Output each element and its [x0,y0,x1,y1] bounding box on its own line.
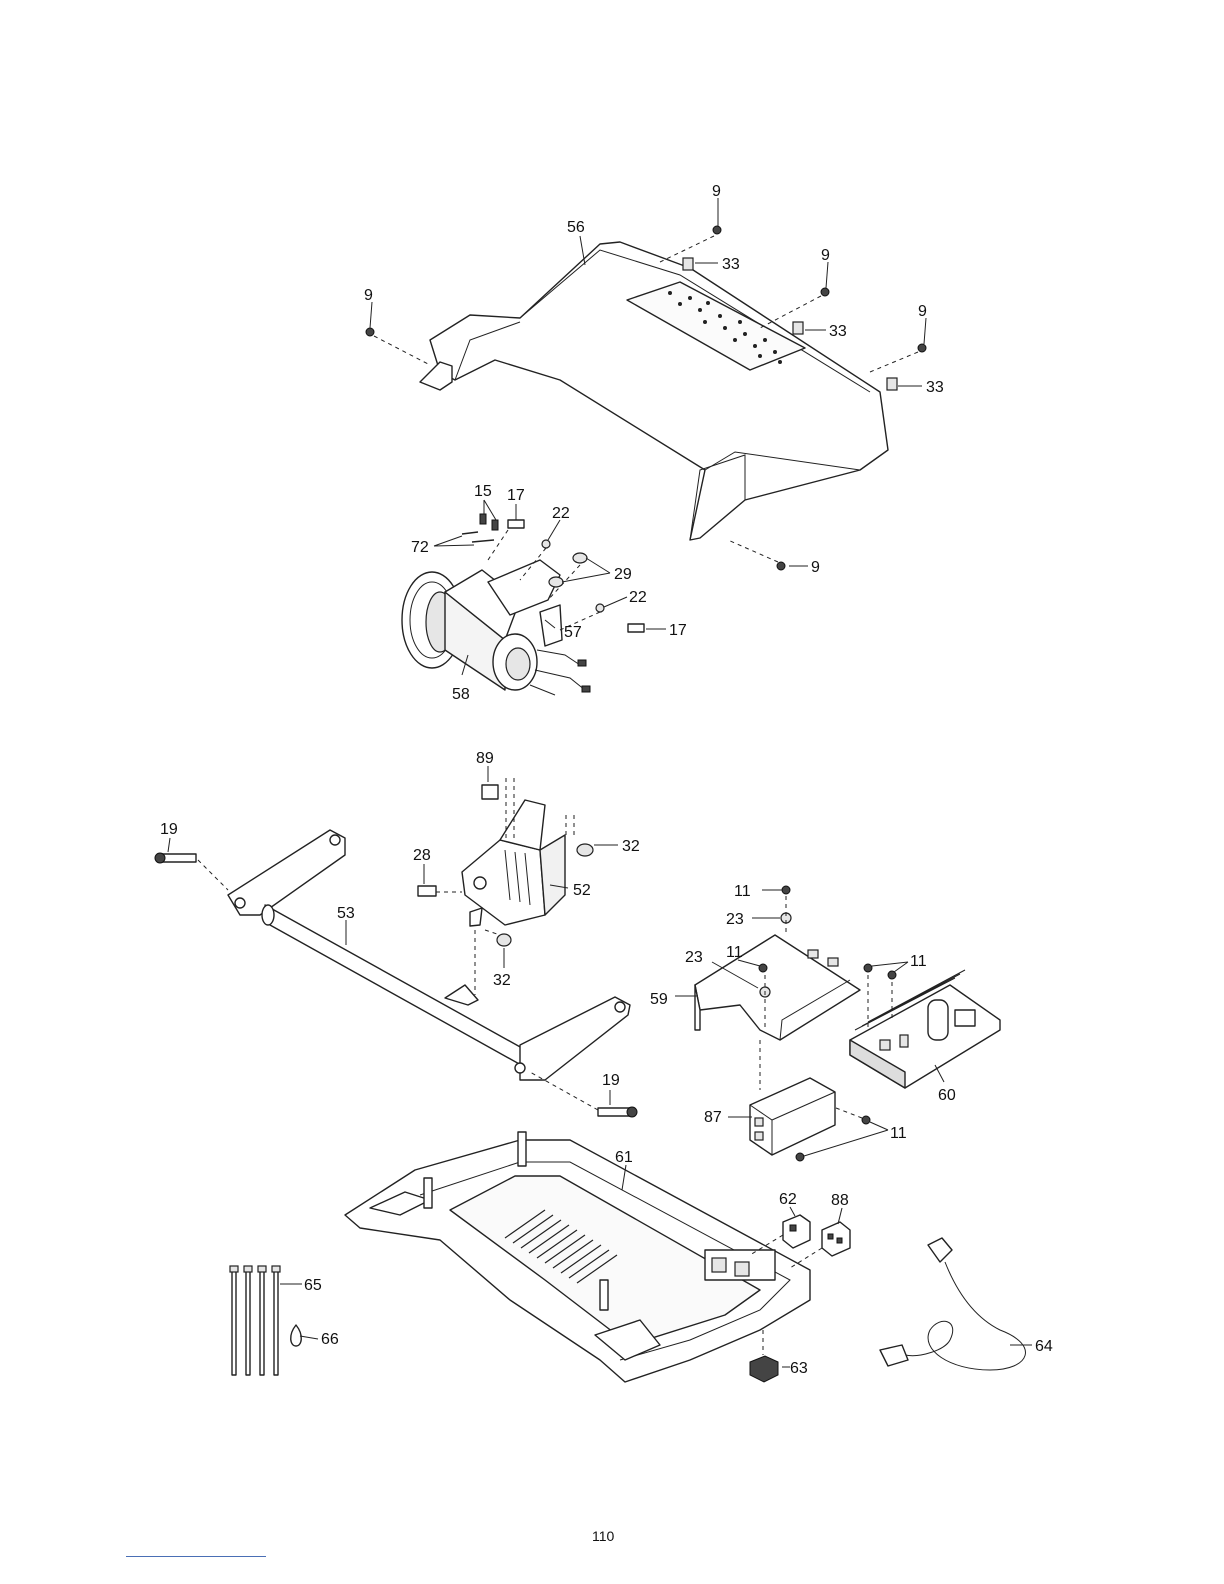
callout-33: 33 [722,256,740,273]
callout-32: 32 [622,838,640,855]
callout-9: 9 [811,559,820,576]
callout-33: 33 [926,379,944,396]
callout-62: 62 [779,1191,797,1208]
callout-19: 19 [602,1072,620,1089]
callout-23: 23 [726,911,744,928]
callout-65: 65 [304,1277,322,1294]
callout-15: 15 [474,483,492,500]
callout-32: 32 [493,972,511,989]
part-63-foot [750,1330,778,1382]
part-87-module [750,1078,835,1155]
callout-22: 22 [629,589,647,606]
page-number: 110 [592,1528,614,1544]
callout-33: 33 [829,323,847,340]
part-65-cable-ties [230,1266,280,1375]
footer-rule [126,1556,266,1557]
callout-52: 52 [573,882,591,899]
callout-9: 9 [712,183,721,200]
callout-63: 63 [790,1360,808,1377]
callout-66: 66 [321,1331,339,1348]
callout-22: 22 [552,505,570,522]
callout-23: 23 [685,949,703,966]
part-59-controller-bracket [695,935,860,1040]
part-66-grommet [291,1325,302,1346]
part-53-frame [228,830,630,1080]
callout-64: 64 [1035,1338,1053,1355]
callout-56: 56 [567,219,585,236]
callout-72: 72 [411,539,429,556]
callout-61: 61 [615,1149,633,1166]
callout-11: 11 [910,953,927,970]
callout-58: 58 [452,686,470,703]
callout-59: 59 [650,991,668,1008]
callout-88: 88 [831,1192,849,1209]
callout-11: 11 [890,1125,907,1142]
part-60-controller-board [850,970,1000,1088]
part-61-base-tray [345,1132,810,1382]
callout-17: 17 [669,622,687,639]
callout-9: 9 [821,247,830,264]
callout-9: 9 [364,287,373,304]
callout-19: 19 [160,821,178,838]
callout-87: 87 [704,1109,722,1126]
callout-17: 17 [507,487,525,504]
part-62-switch [750,1215,810,1255]
callout-11: 11 [734,883,751,900]
callout-29: 29 [614,566,632,583]
callout-9: 9 [918,303,927,320]
callout-57: 57 [564,624,582,641]
callout-28: 28 [413,847,431,864]
callout-60: 60 [938,1087,956,1104]
part-64-power-cord [880,1238,1025,1370]
callout-11: 11 [726,944,743,961]
callout-89: 89 [476,750,494,767]
callout-53: 53 [337,905,355,922]
